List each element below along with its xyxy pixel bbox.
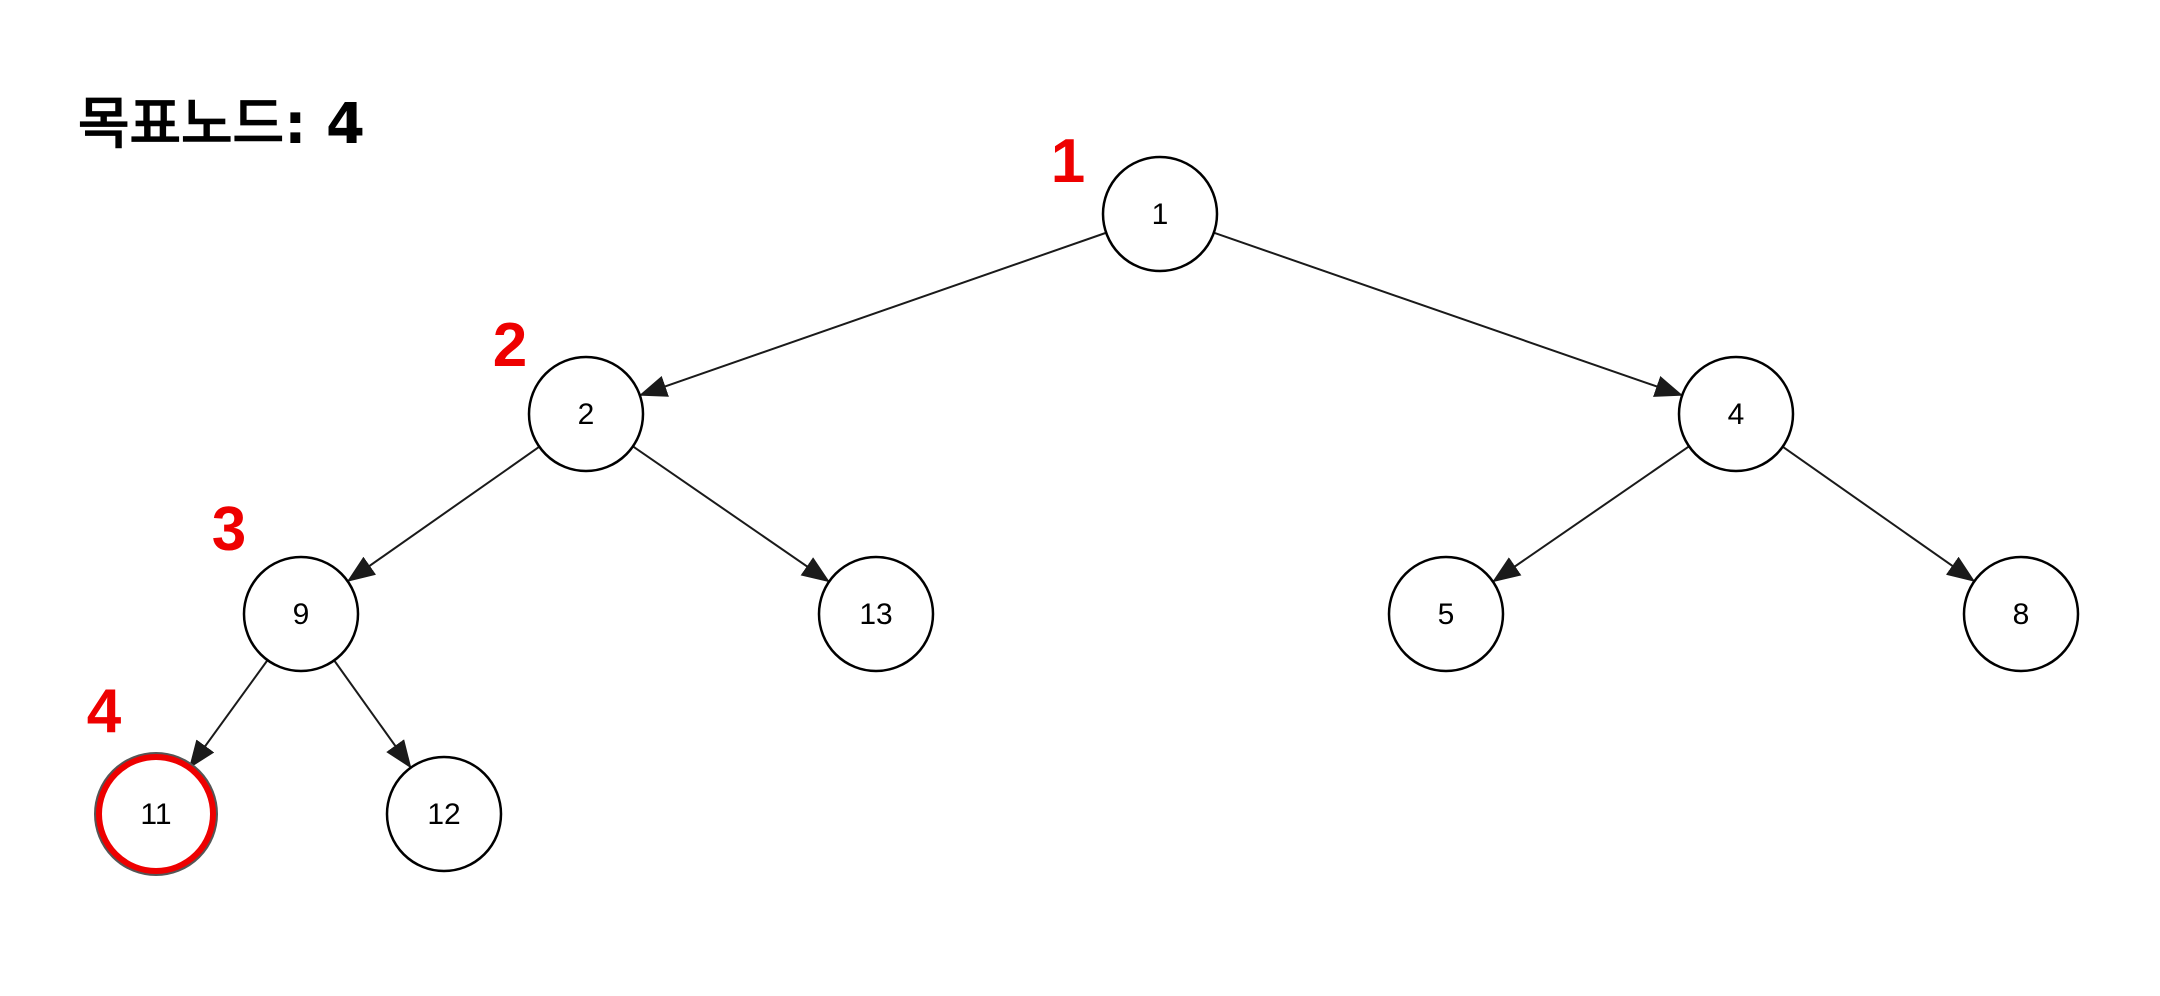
tree-node-13: 13 (817, 555, 935, 673)
tree-node-8: 8 (1962, 555, 2080, 673)
edge-n1-n4 (1213, 231, 1684, 397)
node-label: 11 (140, 798, 171, 831)
node-label: 4 (1728, 398, 1745, 431)
node-circle (1387, 555, 1505, 673)
node-label: 5 (1438, 598, 1455, 631)
edge-n2-n13 (632, 445, 830, 583)
node-circle (242, 555, 360, 673)
edge-n2-n9 (346, 445, 540, 582)
highlighted-node-circle (96, 754, 216, 874)
visit-order-labels: 1 2 3 4 (87, 127, 1085, 746)
node-circle (1677, 355, 1795, 473)
node-circle (1101, 155, 1219, 273)
edges-layer (188, 231, 1976, 769)
edge-n1-n2 (638, 231, 1107, 397)
goal-node-title: 목표노드: 4 (78, 92, 365, 157)
tree-node-9: 9 (242, 555, 360, 673)
tree-node-11: 11 (94, 752, 218, 876)
node-circle (817, 555, 935, 673)
visit-step-3: 3 (212, 495, 246, 564)
tree-node-1: 1 (1101, 155, 1219, 273)
node-label: 12 (427, 798, 460, 831)
node-circle (527, 355, 645, 473)
visit-step-1: 1 (1051, 127, 1085, 196)
tree-node-12: 12 (385, 755, 503, 873)
visit-step-4: 4 (87, 677, 122, 746)
node-label: 1 (1152, 198, 1169, 231)
visit-step-2: 2 (493, 311, 527, 380)
edge-n4-n5 (1492, 445, 1690, 583)
tree-node-4: 4 (1677, 355, 1795, 473)
edge-n4-n8 (1782, 445, 1976, 582)
edge-n9-n12 (333, 659, 412, 769)
node-label: 2 (578, 398, 595, 431)
edge-n9-n11 (188, 659, 269, 769)
tree-node-2: 2 (527, 355, 645, 473)
tree-node-5: 5 (1387, 555, 1505, 673)
node-label: 13 (859, 598, 892, 631)
node-circle (385, 755, 503, 873)
node-circle (1962, 555, 2080, 673)
node-label: 9 (293, 598, 310, 631)
node-label: 8 (2013, 598, 2030, 631)
